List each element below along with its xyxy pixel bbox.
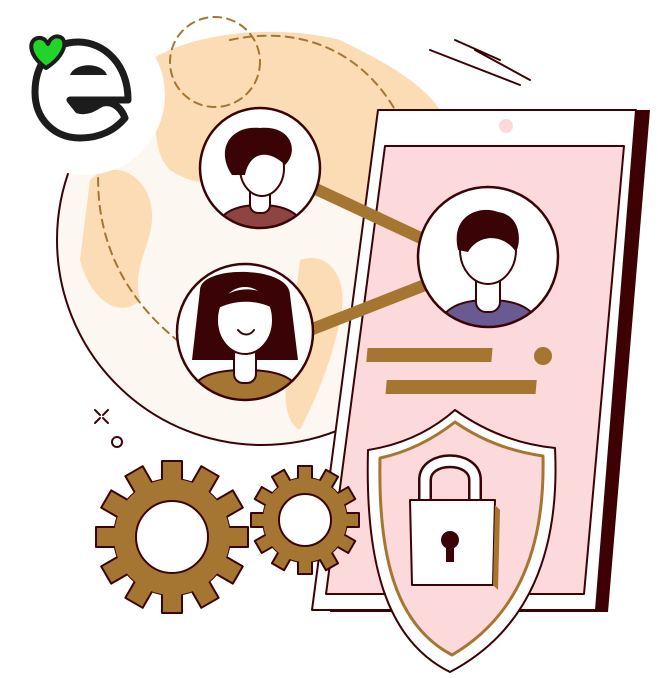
avatar-woman — [175, 262, 315, 402]
avatar-man-right — [416, 185, 560, 329]
sparkle-icon — [94, 409, 123, 448]
gear-icon — [230, 445, 380, 595]
brand-logo — [5, 15, 165, 175]
avatar-man-top — [198, 106, 322, 230]
text-line — [366, 348, 493, 362]
shield-lock — [366, 409, 557, 673]
gear-icon — [67, 432, 277, 642]
text-line — [385, 380, 537, 394]
